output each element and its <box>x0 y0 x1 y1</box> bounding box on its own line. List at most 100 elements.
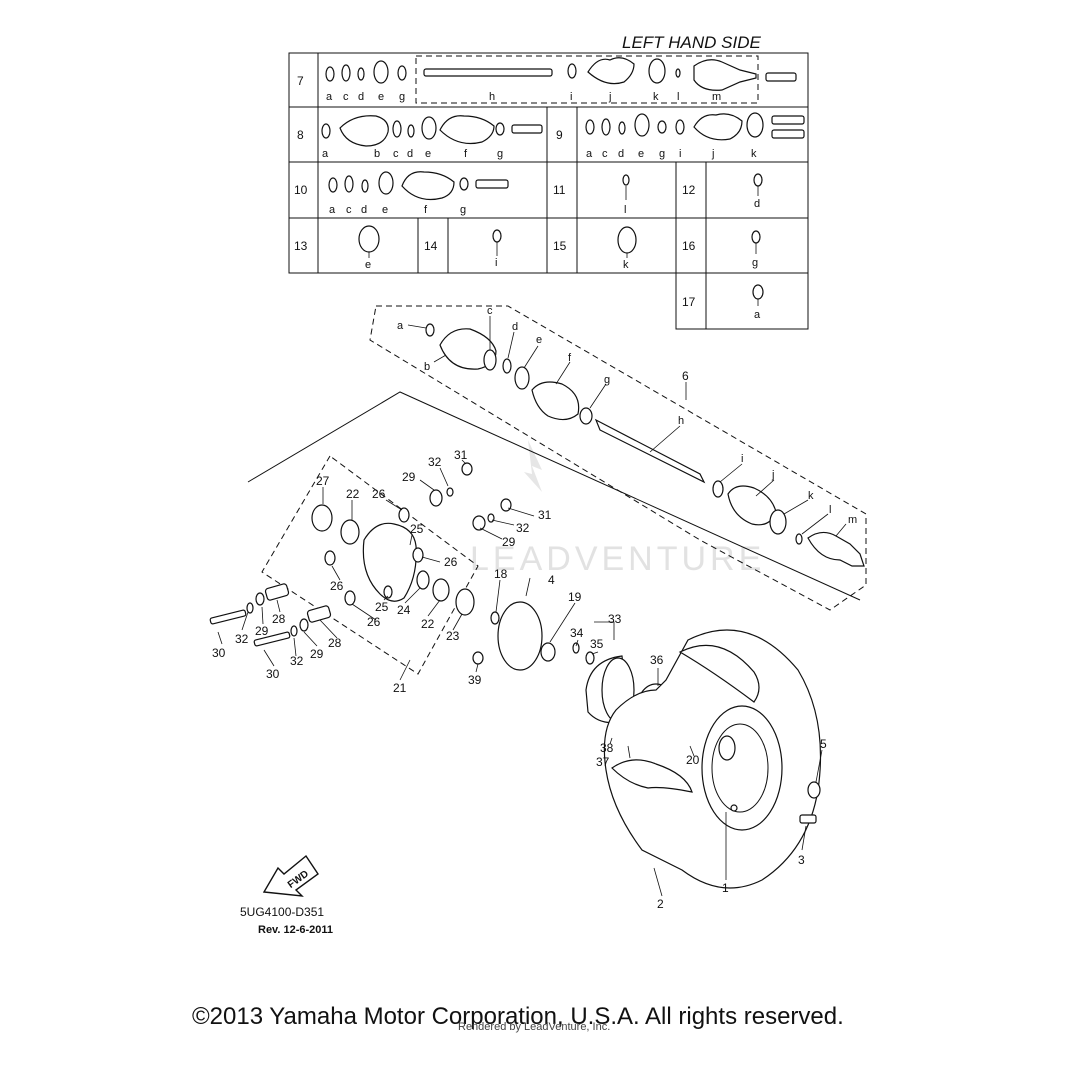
part-letter: e <box>382 204 388 216</box>
part-letter: b <box>424 361 430 373</box>
callout-number: 32 <box>428 455 442 469</box>
callout-number: 37 <box>596 755 610 769</box>
callout-number: 26 <box>372 487 386 501</box>
callout-number: 31 <box>538 508 552 522</box>
callout-number: 30 <box>212 646 226 660</box>
row-number: 14 <box>424 239 438 253</box>
part-letter: a <box>329 204 336 216</box>
fwd-arrow: FWD <box>262 854 319 897</box>
part-letter: j <box>711 148 714 160</box>
callout-number: 32 <box>290 654 304 668</box>
part-letter: f <box>464 148 468 160</box>
part-letter: f <box>568 352 572 364</box>
callout-number: 25 <box>410 522 424 536</box>
part-letter: i <box>679 148 681 160</box>
row-10-letters: a c d e f g <box>329 204 466 216</box>
callout-number: 25 <box>375 600 389 614</box>
row-7-parts <box>325 57 797 91</box>
part-letter: d <box>618 148 624 160</box>
diagram-code: 5UG4100-D351 <box>240 905 324 919</box>
callout-number: 24 <box>397 603 411 617</box>
callout-number: 22 <box>421 617 435 631</box>
callout-number: 34 <box>570 626 584 640</box>
part-letter: h <box>489 91 495 103</box>
part-letter: g <box>399 91 405 103</box>
variant-table <box>288 52 809 330</box>
watermark: LEADVENTURE <box>470 440 761 578</box>
rendered-by: Rendered by LeadVenture, Inc. <box>458 1021 610 1033</box>
row-number: 7 <box>297 74 304 88</box>
callout-number: 29 <box>502 535 516 549</box>
row-9-parts <box>585 112 805 141</box>
part-letter: m <box>848 514 857 526</box>
row-number: 11 <box>553 183 566 197</box>
part-letter: g <box>659 148 665 160</box>
part-letter: f <box>424 204 428 216</box>
row-number: 16 <box>682 239 696 253</box>
callout-number: 1 <box>722 881 729 895</box>
revision-date: Rev. 12-6-2011 <box>258 924 333 936</box>
callout-number: 26 <box>444 555 458 569</box>
callout-number: 28 <box>328 636 342 650</box>
callout-number: 29 <box>255 624 269 638</box>
part-letter: c <box>602 148 608 160</box>
row-9-letters: a c d e g i j k <box>586 148 757 160</box>
part-letter: l <box>624 204 626 216</box>
row-number: 15 <box>553 239 567 253</box>
row-number: 8 <box>297 128 304 142</box>
callout-number: 31 <box>454 448 468 462</box>
part-letter: a <box>586 148 593 160</box>
callout-number: 39 <box>468 673 482 687</box>
callout-number: 29 <box>402 470 416 484</box>
callout-number: 4 <box>548 573 555 587</box>
part-letter: i <box>741 453 743 465</box>
callout-number: 26 <box>330 579 344 593</box>
row-8-parts <box>321 115 543 147</box>
part-letter: g <box>604 374 610 386</box>
callout-number: 19 <box>568 590 582 604</box>
callout-number: 35 <box>590 637 604 651</box>
part-letter: c <box>343 91 349 103</box>
part-letter: a <box>322 148 329 160</box>
callout-number: 28 <box>272 612 286 626</box>
row-number: 12 <box>682 183 696 197</box>
part-letter: e <box>536 334 542 346</box>
drive-shaft-assembly <box>369 305 867 611</box>
callout-number: 5 <box>820 737 827 751</box>
assembly-letters: a b c d e f g h i j k l m <box>397 305 857 537</box>
part-letter: a <box>754 309 761 321</box>
part-letter: i <box>570 91 572 103</box>
part-letter: a <box>397 320 404 332</box>
part-letter: g <box>497 148 503 160</box>
callout-number: 21 <box>393 681 407 695</box>
part-letter: c <box>487 305 493 317</box>
row-number: 17 <box>682 295 696 309</box>
page-title: LEFT HAND SIDE <box>622 33 762 52</box>
part-letter: e <box>365 259 371 271</box>
row-number: 9 <box>556 128 563 142</box>
part-letter: c <box>346 204 352 216</box>
callout-number: 33 <box>608 612 622 626</box>
callout-number: 36 <box>650 653 664 667</box>
callout-number: 32 <box>516 521 530 535</box>
fwd-arrow-icon <box>262 854 319 897</box>
part-letter: g <box>460 204 466 216</box>
single-part-cells: l d e i k g a <box>358 173 764 321</box>
row-7-letters: a c d e g h i j k l m <box>326 91 721 103</box>
copyright: ©2013 Yamaha Motor Corporation, U.S.A. A… <box>192 1003 844 1030</box>
part-letter: b <box>374 148 380 160</box>
part-letter: e <box>425 148 431 160</box>
part-letter: m <box>712 91 721 103</box>
callouts: 1 2 3 4 5 6 18 19 20 21 22 22 23 24 25 2… <box>212 369 827 911</box>
callout-number: 3 <box>798 853 805 867</box>
part-letter: d <box>512 321 518 333</box>
callout-number: 29 <box>310 647 324 661</box>
part-letter: i <box>495 257 497 269</box>
part-letter: e <box>378 91 384 103</box>
part-letter: a <box>326 91 333 103</box>
callout-number: 38 <box>600 741 614 755</box>
part-letter: j <box>608 91 611 103</box>
callout-number: 30 <box>266 667 280 681</box>
row-number: 10 <box>294 183 308 197</box>
